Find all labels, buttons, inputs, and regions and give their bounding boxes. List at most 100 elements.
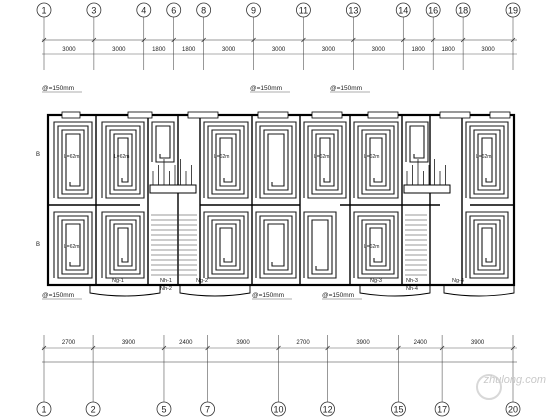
coil-9 <box>53 211 93 279</box>
coil-12 <box>255 211 297 279</box>
axis-label-top-4: 8 <box>201 6 206 16</box>
top-span-10: 3000 <box>481 47 495 53</box>
spacing-note-1: @=150mm <box>250 85 282 92</box>
loop-label-2: Nh-2 <box>160 286 172 292</box>
top-span-6: 3000 <box>322 47 336 53</box>
axis-label-top-5: 9 <box>251 6 256 16</box>
axis-label-top-10: 18 <box>458 6 468 16</box>
room-tag-3: L=62m <box>314 154 329 160</box>
window-4 <box>311 111 343 119</box>
spacing-note-0: @=150mm <box>42 85 74 92</box>
coil-14 <box>353 211 399 279</box>
axis-bubble-bottom-6 <box>391 401 406 417</box>
loop-label-0: Ng-1 <box>112 278 124 284</box>
top-span-7: 3000 <box>372 47 386 53</box>
manifold-1 <box>403 184 451 194</box>
top-span-0: 3000 <box>62 47 76 53</box>
axis-bubble-bottom-8 <box>505 401 521 417</box>
axis-bubble-bottom-0 <box>36 401 52 417</box>
loop-label-5: Nh-3 <box>406 278 418 284</box>
dim-tick-top-11 <box>510 37 516 43</box>
side-mark-0: B <box>36 152 40 158</box>
bottom-span-1: 3900 <box>122 340 136 346</box>
axis-label-top-9: 16 <box>428 6 438 16</box>
balcony-1 <box>179 285 251 297</box>
axis-bubble-bottom-1 <box>85 401 101 417</box>
heating-coils <box>53 121 509 279</box>
dim-tick-top-0 <box>41 37 47 43</box>
window-5 <box>367 111 399 119</box>
bottom-span-5: 3900 <box>356 340 370 346</box>
dim-tick-top-5 <box>251 37 256 43</box>
axis-label-top-6: 11 <box>299 6 308 16</box>
loop-label-4: Ng-3 <box>370 278 382 284</box>
axis-label-bottom-5: 12 <box>323 405 333 415</box>
dim-tick-bottom-7 <box>439 345 445 351</box>
dim-tick-bottom-0 <box>41 345 47 351</box>
dim-tick-bottom-1 <box>90 345 96 351</box>
dim-tick-top-8 <box>400 37 406 43</box>
bottom-span-7: 3900 <box>471 340 485 346</box>
manifold-0 <box>149 184 197 194</box>
coil-15 <box>465 211 509 279</box>
room-tag-6: L=62m <box>64 244 79 250</box>
top-span-5: 3000 <box>272 47 286 53</box>
axis-label-bottom-2: 5 <box>161 405 166 415</box>
axis-label-bottom-3: 7 <box>205 405 210 415</box>
axis-bubble-bottom-5 <box>320 401 335 417</box>
dim-tick-top-7 <box>351 37 356 43</box>
dim-tick-bottom-4 <box>276 345 281 351</box>
axis-label-bottom-6: 15 <box>393 405 403 415</box>
loop-label-7: Ng-4 <box>452 278 464 284</box>
watermark-text: zhulong.com <box>483 374 546 386</box>
window-7 <box>489 111 511 119</box>
balcony-0 <box>89 285 161 297</box>
coil-11 <box>203 211 249 279</box>
loop-label-6: Nh-4 <box>406 286 418 292</box>
balcony-3 <box>443 285 515 297</box>
plan-labels: @=150mm@=150mm@=150mm@=150mm@=150mm@=150… <box>36 85 491 300</box>
coil-6 <box>353 121 399 199</box>
loop-label-3: Ng-2 <box>196 278 208 284</box>
coil-1 <box>101 121 145 199</box>
coil-7 <box>405 121 429 163</box>
axis-label-bottom-8: 20 <box>508 405 518 415</box>
axis-label-top-8: 14 <box>398 6 408 16</box>
dim-tick-top-3 <box>171 37 177 43</box>
dim-tick-top-10 <box>460 37 466 43</box>
dim-tick-top-2 <box>141 37 147 43</box>
top-span-1: 3000 <box>112 47 126 53</box>
axis-label-top-2: 4 <box>141 6 146 16</box>
room-tag-4: L=62m <box>364 154 379 160</box>
top-span-8: 1800 <box>412 47 426 53</box>
dim-tick-top-1 <box>91 37 97 43</box>
axis-label-bottom-1: 2 <box>91 405 96 415</box>
axis-label-bottom-0: 1 <box>41 405 46 415</box>
window-3 <box>257 111 289 119</box>
dim-tick-bottom-8 <box>510 345 516 351</box>
room-tag-5: L=62m <box>476 154 491 160</box>
window-1 <box>127 111 153 119</box>
coil-8 <box>465 121 509 199</box>
dim-tick-bottom-6 <box>396 345 401 351</box>
coil-13 <box>303 211 337 279</box>
bottom-span-6: 2400 <box>414 340 428 346</box>
room-tag-1: L=62m <box>114 154 129 160</box>
bottom-span-3: 3900 <box>236 340 250 346</box>
bottom-span-0: 2700 <box>62 340 76 346</box>
spacing-note-3: @=150mm <box>42 292 74 299</box>
axis-label-bottom-7: 17 <box>437 405 447 415</box>
spacing-note-2: @=150mm <box>330 85 362 92</box>
room-tag-2: L=62m <box>214 154 229 160</box>
window-2 <box>187 111 219 119</box>
coil-2 <box>151 121 175 163</box>
room-tag-7: L=62m <box>364 244 379 250</box>
coil-0 <box>53 121 93 199</box>
axis-label-top-0: 1 <box>41 6 46 16</box>
bottom-span-4: 2700 <box>296 340 310 346</box>
